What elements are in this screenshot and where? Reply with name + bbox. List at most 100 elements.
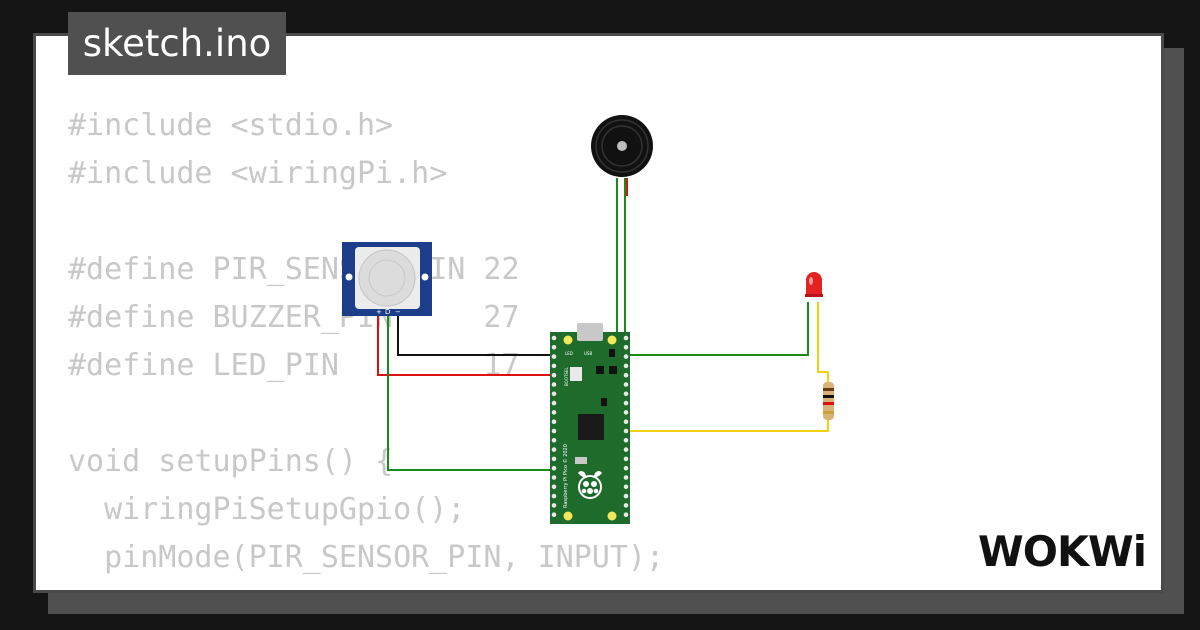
pico-pin xyxy=(623,456,629,462)
pir-dome xyxy=(358,249,416,307)
pico-led-label: LED xyxy=(565,351,573,356)
wire-yellow-resistor xyxy=(624,420,829,432)
led-body xyxy=(806,272,822,296)
pir-pin-label: D xyxy=(385,308,390,316)
pir-mount-hole xyxy=(345,273,353,281)
wire-green-pir xyxy=(387,316,556,471)
pir-dome-ring xyxy=(368,259,406,297)
pico-mount-hole xyxy=(607,511,617,521)
pico-pin xyxy=(551,354,557,359)
pico-pin xyxy=(551,503,557,508)
code-line: pinMode(BUZZER_PIN, OUTPUT); xyxy=(68,582,664,590)
code-line: void setupPins() { xyxy=(68,444,394,479)
raspberry-pi-pico[interactable]: LED USB BOOTSEL Raspberry Pi Pico © 2020 xyxy=(550,323,630,524)
wokwi-logo: WOKWi xyxy=(978,527,1147,576)
code-line: pinMode(PIR_SENSOR_PIN, INPUT); xyxy=(68,540,665,575)
pico-mount-hole xyxy=(563,511,573,521)
red-led[interactable] xyxy=(805,272,823,297)
buzzer[interactable] xyxy=(591,115,653,177)
pico-pin xyxy=(551,363,557,369)
code-line: #include <wiringPi.h> xyxy=(68,156,448,191)
file-title-tab: sketch.ino xyxy=(68,12,286,75)
pico-pin xyxy=(551,382,557,387)
buzzer-ring-inner xyxy=(601,125,643,167)
pico-pin xyxy=(551,475,557,480)
resistor-band xyxy=(823,388,834,391)
pico-pin xyxy=(551,493,557,499)
pico-pin xyxy=(623,512,629,517)
pico-pin xyxy=(551,484,557,490)
pico-pin xyxy=(623,345,629,350)
pico-debug-pad xyxy=(575,457,587,464)
pico-pin xyxy=(551,372,557,378)
pico-board-text: Raspberry Pi Pico © 2020 xyxy=(562,444,569,508)
pico-component xyxy=(601,398,607,406)
wire-red xyxy=(377,316,556,376)
buzzer-center xyxy=(617,141,627,151)
pir-mount-hole xyxy=(421,273,429,281)
resistor-band xyxy=(823,411,834,414)
pico-pin xyxy=(551,400,557,406)
pico-pin xyxy=(623,503,629,508)
pico-pin xyxy=(623,447,629,452)
pico-component xyxy=(596,366,604,374)
pico-pin xyxy=(623,354,629,359)
pico-pin xyxy=(551,456,557,462)
rp2040-chip xyxy=(578,414,604,440)
pico-pin xyxy=(551,465,557,471)
resistor[interactable] xyxy=(823,382,834,420)
usb-connector xyxy=(577,323,603,341)
pico-pin xyxy=(623,465,629,471)
pico-pin xyxy=(623,410,629,415)
bootsel-button[interactable] xyxy=(570,367,582,381)
resistor-body xyxy=(823,382,834,420)
pico-pin xyxy=(551,438,557,443)
pico-pin xyxy=(623,484,629,490)
pico-pin xyxy=(623,400,629,406)
buzzer-ring-outer xyxy=(595,119,649,173)
pico-pin xyxy=(623,382,629,387)
pico-pin xyxy=(623,372,629,378)
pico-pin xyxy=(551,419,557,425)
pico-mount-hole xyxy=(563,335,573,345)
code-line: #include <stdio.h> xyxy=(68,108,394,143)
pico-pin xyxy=(623,391,629,397)
pir-pin-label: − xyxy=(395,308,401,316)
pico-pin xyxy=(623,335,629,341)
pico-pin xyxy=(623,363,629,369)
pico-led xyxy=(609,349,615,357)
pico-usb-label: USB xyxy=(584,351,592,356)
code-line: wiringPiSetupGpio(); xyxy=(68,492,466,527)
pir-motion-sensor[interactable]: + D − xyxy=(342,242,432,316)
pico-pin xyxy=(623,475,629,480)
pico-pins-left xyxy=(551,335,557,517)
wire-black xyxy=(397,316,556,356)
raspberry-logo-icon xyxy=(578,471,602,499)
pico-pin xyxy=(623,438,629,443)
wire-yellow-led xyxy=(817,302,829,382)
pico-pin xyxy=(551,447,557,452)
pico-pin xyxy=(623,428,629,434)
pico-pin xyxy=(551,410,557,415)
led-rim xyxy=(805,294,823,297)
pico-component xyxy=(609,366,617,374)
pico-pin xyxy=(551,335,557,341)
wokwi-logo-text: WOKWi xyxy=(978,527,1146,576)
wire-green-led xyxy=(624,302,809,356)
pico-pin xyxy=(551,391,557,397)
pico-pin xyxy=(551,428,557,434)
resistor-band xyxy=(823,395,834,398)
wires xyxy=(377,178,829,471)
pir-pin-label: + xyxy=(376,308,382,316)
code-line: #define LED_PIN 17 xyxy=(68,348,520,383)
pico-pin xyxy=(551,512,557,517)
resistor-band xyxy=(823,402,834,405)
pico-pin xyxy=(623,493,629,499)
pico-mount-hole xyxy=(607,335,617,345)
pico-pins-right xyxy=(623,335,629,517)
pico-pin xyxy=(623,419,629,425)
pico-pin xyxy=(551,345,557,350)
led-highlight xyxy=(809,277,813,285)
pico-bootsel-label: BOOTSEL xyxy=(564,367,569,386)
